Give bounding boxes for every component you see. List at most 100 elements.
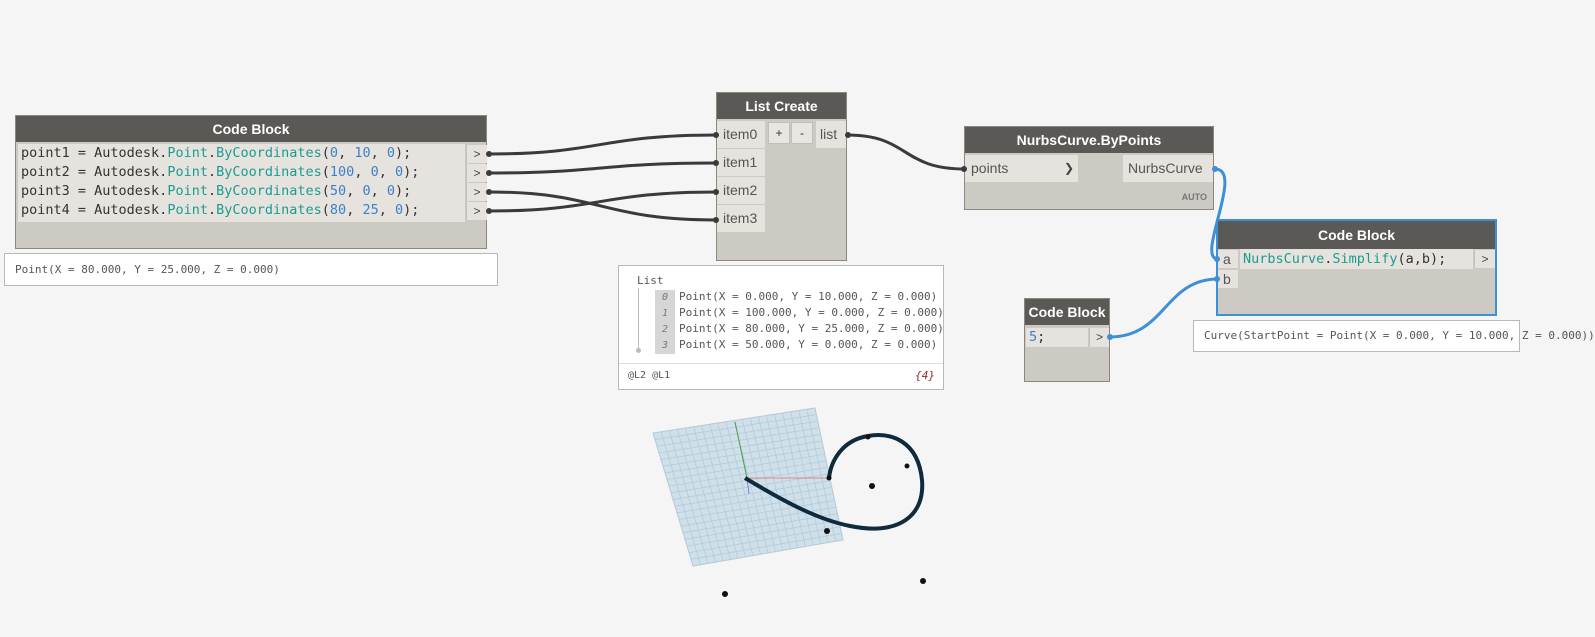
grid-line <box>725 421 761 555</box>
input-port-b[interactable]: b <box>1218 270 1238 288</box>
code-variable: point1 <box>21 145 70 161</box>
input-port-item1[interactable]: item1 <box>717 149 765 176</box>
grid-line <box>782 412 814 546</box>
grid-line <box>749 417 784 551</box>
code-line[interactable]: point2 = Autodesk.Point.ByCoordinates(10… <box>18 163 465 182</box>
port-dot <box>486 151 492 157</box>
code-block-points-node[interactable]: Code Block point1 = Autodesk.Point.ByCoo… <box>15 115 487 249</box>
input-port-item3[interactable]: item3 <box>717 205 765 232</box>
port-dot <box>713 217 719 223</box>
code-sep: , <box>354 164 371 180</box>
code-function: ByCoordinates <box>216 164 322 180</box>
output-port-point4[interactable]: > <box>466 202 487 220</box>
output-port-point1[interactable]: > <box>466 145 487 163</box>
wire-point2-item1[interactable] <box>488 161 718 175</box>
input-port-a[interactable]: a <box>1218 250 1238 268</box>
list-item-value: Point(X = 100.000, Y = 0.000, Z = 0.000) <box>679 306 944 319</box>
output-port-list[interactable]: list <box>816 121 846 148</box>
grid-line <box>660 434 821 460</box>
list-item-value: Point(X = 50.000, Y = 0.000, Z = 0.000) <box>679 338 938 351</box>
lacing-label[interactable]: AUTO <box>1181 192 1207 202</box>
code-assign: = Autodesk. <box>69 183 168 199</box>
code-editor[interactable]: point1 = Autodesk.Point.ByCoordinates(0,… <box>18 144 465 222</box>
curve-point <box>904 463 910 469</box>
code-function: ByCoordinates <box>216 202 322 218</box>
input-port-item0[interactable]: item0 <box>717 121 765 148</box>
code-number: 80 <box>329 202 347 218</box>
grid-line <box>668 430 709 564</box>
list-create-node[interactable]: List Create <box>716 92 847 261</box>
code-dot: . <box>207 183 217 199</box>
grid-line <box>757 416 791 550</box>
remove-input-button[interactable]: - <box>791 122 813 144</box>
code-dot: . <box>1324 251 1333 267</box>
output-port-nurbscurve[interactable]: NurbsCurve <box>1123 155 1213 182</box>
grid-line <box>656 420 818 447</box>
input-port-points-label: points <box>971 160 1009 176</box>
input-port-item2[interactable]: item2 <box>717 177 765 204</box>
grid-line <box>654 414 817 440</box>
grid-line <box>717 422 754 556</box>
code-editor-five[interactable]: 5; <box>1026 328 1088 347</box>
axis-z <box>746 477 750 495</box>
port-dot <box>486 208 492 214</box>
control-point <box>824 528 830 534</box>
grid-line <box>674 480 831 507</box>
grid-line <box>741 419 776 552</box>
code-sep: , <box>370 145 387 161</box>
output-port-point3[interactable]: > <box>466 183 487 201</box>
code-assign: = Autodesk. <box>69 145 168 161</box>
node-preview: Point(X = 80.000, Y = 25.000, Z = 0.000) <box>4 253 498 286</box>
grid-line <box>766 415 799 548</box>
grid-line <box>733 420 769 554</box>
code-function: ByCoordinates <box>216 145 322 161</box>
code-class: Point <box>167 183 208 199</box>
code-dot: . <box>207 164 217 180</box>
curve-point <box>826 475 832 481</box>
nurbs-curve-geometry <box>743 433 925 531</box>
code-number: 100 <box>329 164 355 180</box>
code-args: (a,b); <box>1397 251 1447 267</box>
wire-point4-item2[interactable] <box>488 190 718 213</box>
wire-list-points[interactable] <box>846 133 966 171</box>
output-port-point2[interactable]: > <box>466 164 487 182</box>
grid-line <box>680 500 835 527</box>
port-dot <box>713 160 719 166</box>
code-class: NurbsCurve <box>1243 251 1325 267</box>
wire-point3-item3[interactable] <box>488 190 718 222</box>
output-port-five[interactable]: > <box>1089 328 1109 347</box>
code-paren: ( <box>321 202 330 218</box>
port-dot <box>1212 166 1218 172</box>
code-end: ); <box>403 202 420 218</box>
port-dot <box>1214 276 1220 282</box>
grid-lines <box>654 409 842 565</box>
code-line[interactable]: point1 = Autodesk.Point.ByCoordinates(0,… <box>18 144 465 163</box>
grid-line <box>678 493 834 520</box>
output-port-simplify[interactable]: > <box>1474 250 1495 268</box>
grid-line <box>660 431 701 565</box>
code-sep: , <box>370 183 387 199</box>
wire-point1-item0[interactable] <box>488 133 718 156</box>
code-line[interactable]: point3 = Autodesk.Point.ByCoordinates(50… <box>18 182 465 201</box>
add-input-button[interactable]: + <box>768 122 790 144</box>
code-dot: . <box>207 145 217 161</box>
list-header: List <box>637 274 664 287</box>
port-dot <box>713 132 719 138</box>
input-port-points[interactable]: points ❯ <box>965 155 1078 182</box>
chevron-right-icon: ❯ <box>1063 161 1074 175</box>
code-number: 50 <box>329 183 347 199</box>
code-variable: point2 <box>21 164 70 180</box>
code-sep: , <box>346 183 363 199</box>
grid-line <box>670 467 828 494</box>
code-number: 25 <box>362 202 379 218</box>
node-title: Code Block <box>1025 299 1109 325</box>
code-editor-simplify[interactable]: NurbsCurve.Simplify(a,b); <box>1240 249 1473 269</box>
ground-grid <box>652 407 844 567</box>
grid-line <box>684 513 838 540</box>
grid-line <box>676 486 832 514</box>
code-line[interactable]: point4 = Autodesk.Point.ByCoordinates(80… <box>18 201 465 220</box>
list-count: {4} <box>915 369 935 382</box>
